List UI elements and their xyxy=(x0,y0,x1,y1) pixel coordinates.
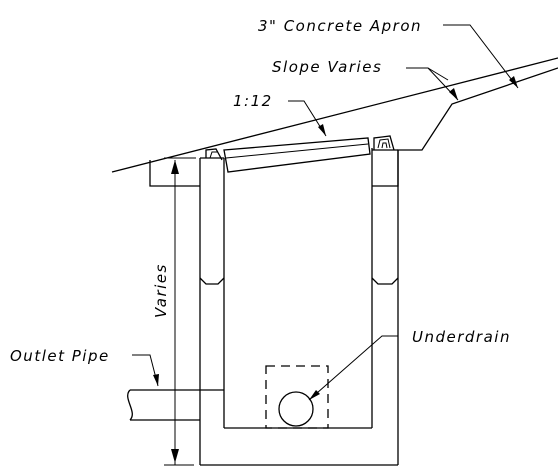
slope-label: Slope Varies xyxy=(272,58,382,76)
inlet-structure xyxy=(199,135,399,466)
concrete-apron-label: 3" Concrete Apron xyxy=(258,17,422,35)
ground-surface xyxy=(111,57,558,187)
underdrain-label: Underdrain xyxy=(412,328,511,346)
leader-lines xyxy=(132,24,519,401)
underdrain-assembly xyxy=(265,365,329,429)
grate xyxy=(223,137,371,173)
grate-slope-ratio-label: 1:12 xyxy=(233,92,273,110)
varies-dimension xyxy=(164,157,196,466)
varies-label: Varies xyxy=(152,263,170,318)
outlet-pipe xyxy=(127,389,224,421)
outlet-pipe-label: Outlet Pipe xyxy=(10,347,110,365)
